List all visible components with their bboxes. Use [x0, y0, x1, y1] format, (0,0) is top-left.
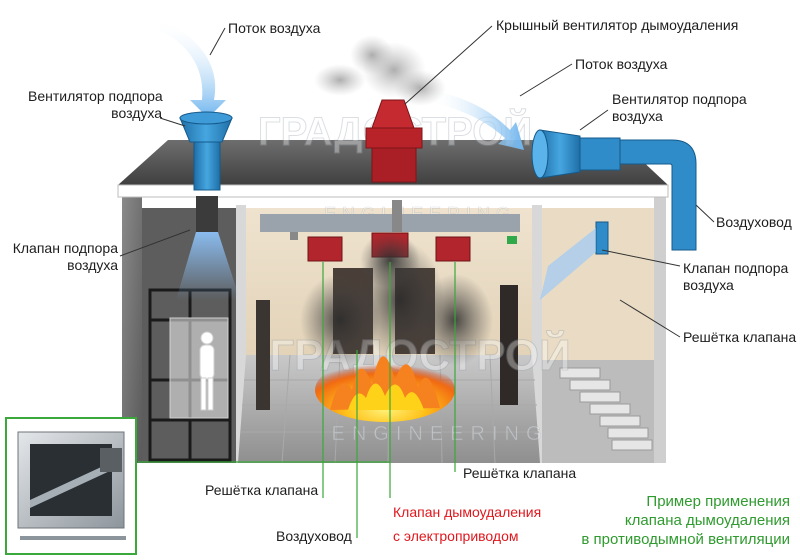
door-left	[256, 300, 270, 410]
left-wall	[122, 195, 142, 463]
caption-line2: клапана дымоудаления	[624, 512, 790, 529]
label-supply-fan-right: Вентилятор подпора воздуха	[612, 91, 747, 125]
partition-wall-right	[532, 205, 542, 463]
label-supply-valve-right: Клапан подпора воздуха	[683, 260, 788, 294]
duct-right	[619, 139, 697, 251]
label-duct-right: Воздуховод	[716, 214, 792, 230]
caption-line3: в противодымной вентиляции	[581, 531, 790, 548]
label-supply-valve-left: Клапан подпора воздуха	[10, 240, 118, 274]
label-duct-bottom: Воздуховод	[276, 528, 352, 544]
label-supply-fan-left-line2: воздуха	[111, 105, 162, 121]
smoke-exhaust-ducts	[260, 200, 520, 240]
watermark-sub-2: ENGINEERING	[331, 423, 548, 445]
label-supply-fan-right-line2: воздуха	[612, 108, 663, 124]
label-supply-fan-left: Вентилятор подпора воздуха	[28, 88, 163, 122]
exit-sign	[507, 236, 517, 244]
supply-fan-right	[531, 129, 621, 179]
label-air-flow-left: Поток воздуха	[228, 20, 321, 36]
label-supply-fan-right-line1: Вентилятор подпора	[612, 91, 747, 107]
air-beam-left	[176, 232, 240, 300]
grille-left	[307, 236, 343, 262]
partition-wall-left	[236, 205, 246, 463]
label-roof-smoke-fan: Крышный вентилятор дымоудаления	[496, 17, 739, 33]
label-supply-valve-right-line1: Клапан подпора	[683, 260, 789, 276]
staircase	[559, 367, 653, 451]
label-grille-bottom: Решётка клапана	[205, 482, 319, 498]
door-far-right	[500, 285, 518, 405]
supply-duct-left	[196, 196, 218, 232]
air-flow-arrow-left	[160, 18, 226, 118]
label-smoke-valve-line1: Клапан дымоудаления	[393, 504, 542, 520]
air-flow-arrow-right	[430, 90, 524, 150]
air-beam-right	[540, 228, 596, 300]
caption: Пример применения клапана дымоудаления в…	[562, 492, 790, 549]
leader-lines	[138, 262, 456, 538]
label-smoke-valve: Клапан дымоудаления с электроприводом	[393, 500, 541, 548]
label-air-flow-right: Поток воздуха	[575, 56, 668, 72]
room-smoke	[300, 232, 493, 366]
label-grille-center: Решётка клапана	[463, 465, 577, 481]
person-silhouette	[199, 331, 215, 411]
supply-fan-left	[179, 111, 233, 191]
elevator-cabin	[169, 317, 229, 419]
caption-line1: Пример применения	[646, 493, 790, 510]
roof-smoke-plume	[314, 35, 446, 106]
grille-right	[435, 236, 471, 262]
label-supply-valve-left-line2: воздуха	[67, 257, 118, 273]
label-supply-fan-left-line1: Вентилятор подпора	[28, 88, 163, 104]
label-smoke-valve-line2: с электроприводом	[393, 528, 519, 544]
label-supply-valve-right-line2: воздуха	[683, 277, 734, 293]
label-leaders	[119, 25, 715, 338]
right-wall	[654, 195, 666, 463]
label-grille-right: Решётка клапана	[683, 329, 797, 345]
label-supply-valve-left-line1: Клапан подпора	[12, 240, 118, 256]
roof-smoke-fan	[365, 99, 423, 183]
roof-edge	[117, 184, 669, 198]
valve-inset	[5, 417, 137, 555]
supply-valve-right-box	[595, 221, 609, 255]
